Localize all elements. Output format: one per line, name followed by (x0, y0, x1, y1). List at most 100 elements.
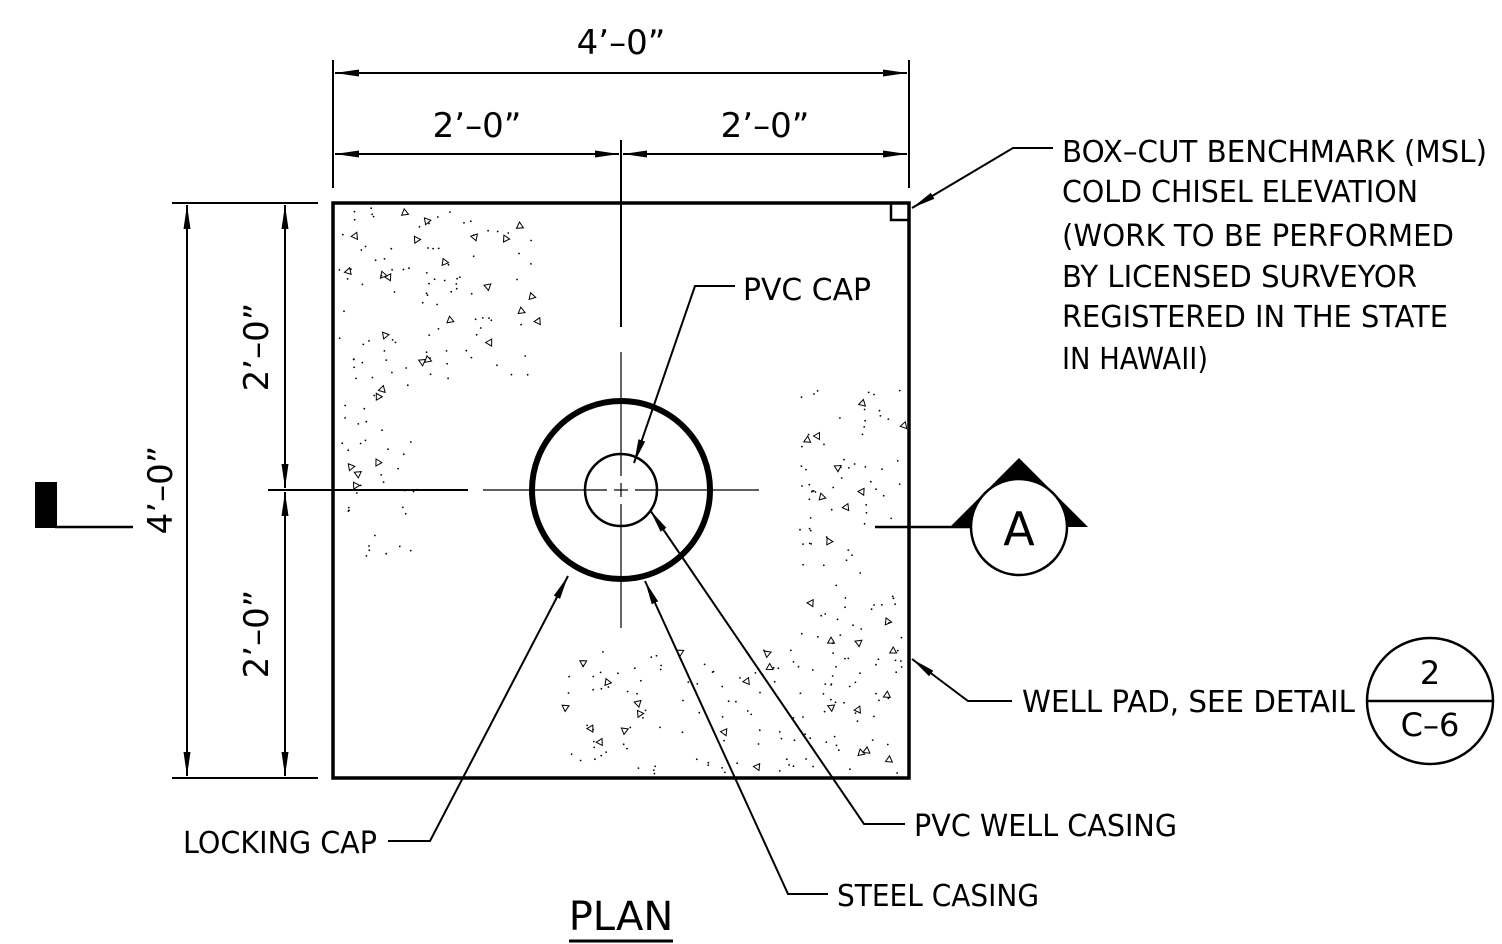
stipple-dot (864, 419, 866, 422)
stipple-triangle (882, 690, 892, 698)
stipple-dot (368, 545, 370, 547)
stipple-dot (652, 769, 655, 771)
stipple-dot (510, 373, 513, 376)
stipple-dot (711, 671, 714, 673)
stipple-dot (637, 767, 640, 769)
stipple-dot (746, 710, 749, 712)
stipple-dot (404, 512, 407, 515)
stipple-dot (363, 407, 366, 410)
stipple-dot (526, 373, 529, 376)
stipple-dot (840, 477, 843, 479)
stipple-dot (660, 664, 662, 667)
stipple-triangle (604, 677, 613, 687)
stipple-dot (626, 747, 628, 750)
stipple-dot (847, 657, 850, 660)
stipple-dot (801, 485, 803, 487)
stipple-dot (813, 393, 815, 395)
stipple-dot (659, 668, 662, 671)
stipple-dot (698, 711, 701, 714)
stipple-dot (832, 486, 835, 489)
stipple-triangle (350, 231, 359, 241)
stipple-triangle (413, 235, 422, 245)
stipple-dot (592, 688, 594, 691)
benchmark-line-6: IN HAWAII) (1062, 342, 1208, 377)
stipple-dot (425, 292, 428, 295)
stipple-dot (896, 649, 899, 652)
stipple-dot (368, 340, 370, 342)
stipple-dot (898, 483, 901, 485)
stipple-dot (805, 758, 807, 760)
stipple-dot (425, 272, 428, 274)
stipple-triangle (805, 598, 814, 608)
stipple-dot (507, 232, 510, 234)
stipple-dot (881, 468, 883, 471)
stipple-dot (472, 255, 475, 258)
stipple-triangle (528, 291, 537, 301)
stipple-dot (817, 635, 819, 638)
stipple-dot (875, 692, 877, 695)
stipple-dot (361, 283, 364, 286)
stipple-dot (882, 494, 885, 497)
stipple-triangle (515, 220, 525, 229)
stipple-dot (811, 669, 814, 671)
benchmark-line-2: COLD CHISEL ELEVATION (1062, 175, 1418, 210)
stipple-dot (605, 751, 607, 753)
stipple-dot (644, 709, 647, 712)
stipple-dot (792, 765, 795, 768)
stipple-dot (425, 351, 428, 354)
stipple-triangle (578, 660, 588, 668)
stipple-triangle (561, 704, 570, 713)
stipple-dot (809, 529, 812, 532)
stipple-dot (469, 220, 472, 223)
stipple-dot (870, 608, 873, 611)
stipple-dot (356, 492, 358, 494)
stipple-dot (362, 343, 365, 346)
stipple-dot (834, 701, 837, 704)
stipple-dot (696, 683, 699, 685)
stipple-dot (353, 366, 355, 369)
stipple-dot (808, 527, 811, 530)
stipple-dot (359, 484, 362, 487)
stipple-triangle (763, 650, 772, 659)
stipple-dot (682, 699, 684, 702)
dim-lower-half-height: 2’–0” (237, 590, 277, 679)
stipple-triangle (446, 315, 455, 324)
section-cut-marker-left (35, 482, 133, 529)
stipple-dot (900, 666, 903, 668)
stipple-dot (896, 460, 899, 462)
stipple-dot (490, 319, 493, 322)
stipple-dot (848, 685, 851, 688)
stipple-dot (860, 628, 863, 630)
stipple-dot (856, 720, 859, 723)
stipple-dot (642, 717, 644, 719)
stipple-dot (352, 358, 355, 361)
stipple-dot (487, 229, 489, 232)
stipple-dot (758, 729, 761, 732)
stipple-dot (433, 278, 436, 281)
stipple-dot (347, 506, 350, 509)
stipple-dot (878, 699, 880, 702)
stipple-dot (343, 310, 345, 313)
stipple-triangle (353, 471, 363, 479)
stipple-dot (793, 739, 796, 742)
stipple-dot (830, 698, 832, 701)
stipple-dot (443, 279, 446, 282)
stipple-dot (854, 681, 857, 684)
stipple-triangle (400, 207, 410, 216)
stipple-dot (371, 376, 374, 379)
stipple-dot (837, 749, 840, 752)
stipple-dot (617, 672, 619, 675)
stipple-dot (721, 685, 724, 688)
stipple-dot (887, 697, 890, 700)
stipple-triangle (857, 748, 866, 757)
stipple-dot (640, 679, 642, 682)
section-marker-a: A (875, 458, 1088, 577)
stipple-dot (475, 333, 478, 336)
stipple-dot (898, 389, 901, 392)
stipple-triangle (620, 727, 630, 736)
stipple-triangle (862, 745, 871, 754)
stipple-dot (626, 690, 629, 693)
stipple-dot (600, 754, 603, 757)
stipple-dot (844, 657, 846, 660)
stipple-dot (875, 488, 877, 491)
